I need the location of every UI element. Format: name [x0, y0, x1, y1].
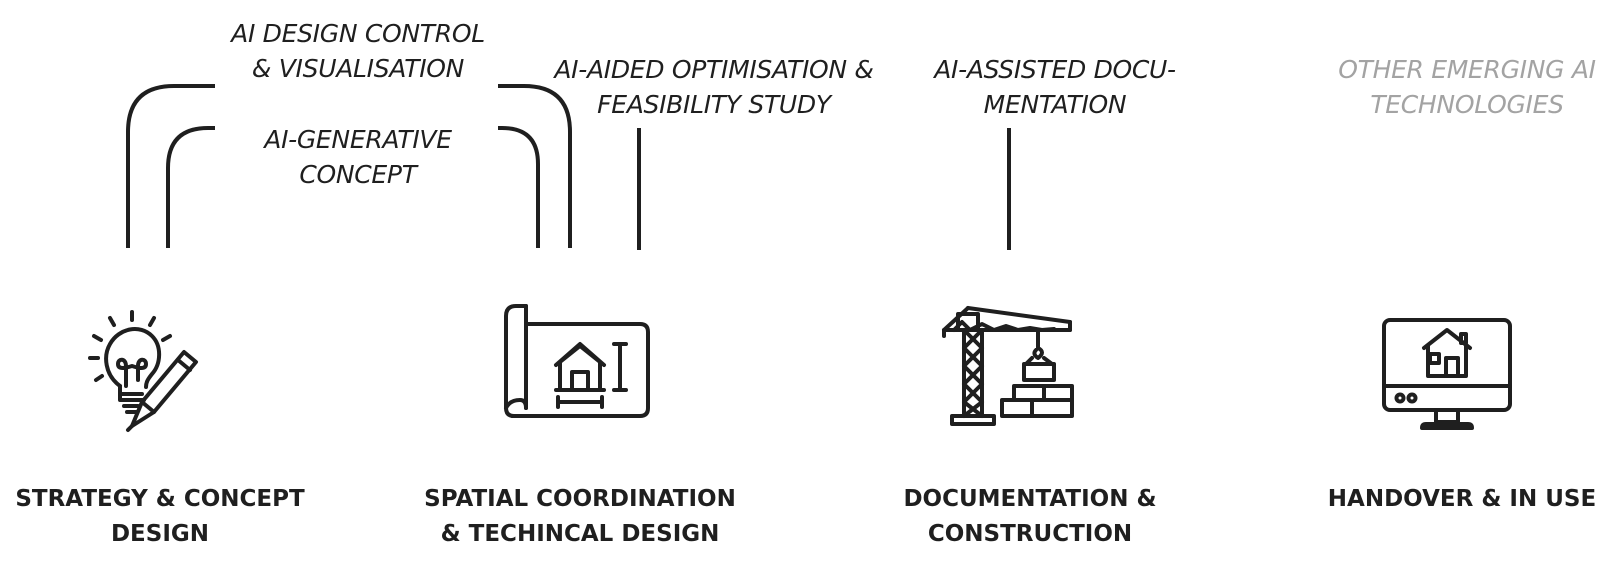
monitor-house-icon: [1382, 318, 1512, 430]
generative-connector: [166, 126, 540, 248]
stage-handover-in-use: HANDOVER & IN USE: [1327, 486, 1597, 512]
blueprint-icon: [504, 304, 650, 418]
lightbulb-pencil-icon: [88, 310, 198, 432]
ai-tool-optimisation: AI-AIDED OPTIMISATION & FEASIBILITY STUD…: [554, 55, 874, 119]
design-control-connector: [126, 84, 572, 248]
ai-tool-documentation: AI-ASSISTED DOCU- MENTATION: [934, 55, 1176, 119]
ai-tool-design-control: AI DESIGN CONTROL & VISUALISATION: [231, 19, 485, 83]
crane-icon: [942, 306, 1074, 426]
stage-spatial-coordination: SPATIAL COORDINATION & TECHINCAL DESIGN: [424, 486, 736, 547]
ai-tool-other-emerging: OTHER EMERGING AI TECHNOLOGIES: [1338, 55, 1596, 119]
stage-strategy-concept: STRATEGY & CONCEPT DESIGN: [15, 486, 305, 547]
ai-tool-generative-concept: AI-GENERATIVE CONCEPT: [264, 125, 452, 189]
stage-documentation-construction: DOCUMENTATION & CONSTRUCTION: [903, 486, 1157, 547]
